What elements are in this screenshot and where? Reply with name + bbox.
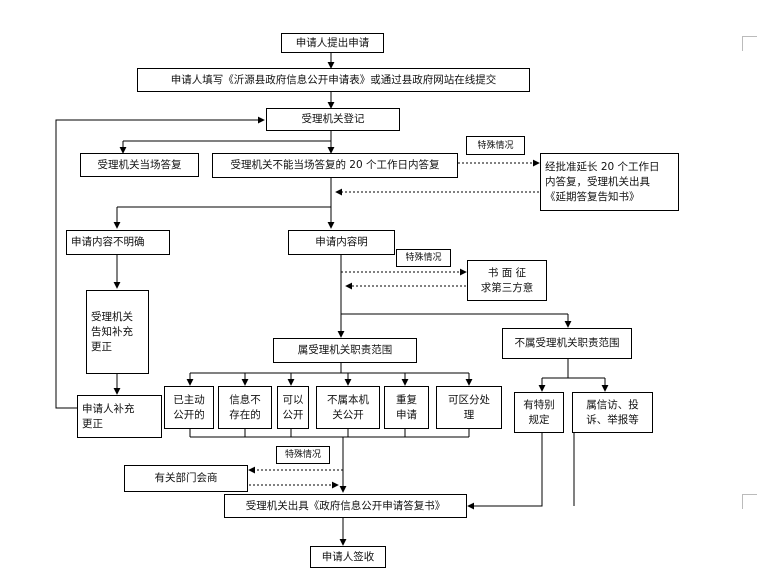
node-notify-supplement: 受理机关 告知补充 更正 [86, 290, 149, 374]
page-corner-bottom [742, 494, 757, 509]
arrow-supplement-loop [55, 116, 265, 409]
node-register: 受理机关登记 [266, 108, 400, 131]
node-clear: 申请内容明 [288, 230, 395, 255]
node-special-rules: 有特别 规定 [514, 392, 564, 433]
node-sign: 申请人签收 [310, 546, 386, 568]
node-unclear: 申请内容不明确 [66, 230, 170, 255]
node-issue-reply: 受理机关出具《政府信息公开申请答复书》 [224, 494, 467, 518]
note-special-2: 特殊情况 [396, 249, 451, 267]
node-reply-20days: 受理机关不能当场答复的 20 个工作日内答复 [212, 153, 458, 178]
node-out-scope: 不属受理机关职责范围 [502, 328, 632, 359]
node-petition: 属信访、投 诉、举报等 [572, 392, 653, 433]
arrow-special-rules-to-reply [467, 433, 543, 510]
node-already-public: 已主动 公开的 [164, 386, 214, 429]
node-consult: 有关部门会商 [124, 465, 248, 492]
node-extension: 经批准延长 20 个工作日 内答复，受理机关出具 《延期答复告知书》 [540, 153, 679, 211]
node-duplicate: 重复 申请 [384, 386, 429, 429]
node-third-party: 书 面 征 求第三方意 [467, 260, 547, 301]
node-applicant-supplement: 申请人补充 更正 [77, 395, 162, 438]
page-corner-top [742, 36, 757, 51]
node-reply-on-spot: 受理机关当场答复 [80, 153, 199, 177]
node-fill-form: 申请人填写《沂源县政府信息公开申请表》或通过县政府网站在线提交 [137, 68, 530, 92]
note-special-1: 特殊情况 [466, 136, 525, 155]
node-not-exist: 信息不 存在的 [218, 386, 272, 429]
node-not-public: 不属本机 关公开 [316, 386, 380, 429]
node-apply: 申请人提出申请 [281, 33, 384, 53]
node-can-public: 可以 公开 [277, 386, 309, 429]
node-in-scope: 属受理机关职责范围 [273, 338, 417, 363]
note-special-3: 特殊情况 [276, 446, 330, 464]
node-partial: 可区分处 理 [436, 386, 502, 429]
